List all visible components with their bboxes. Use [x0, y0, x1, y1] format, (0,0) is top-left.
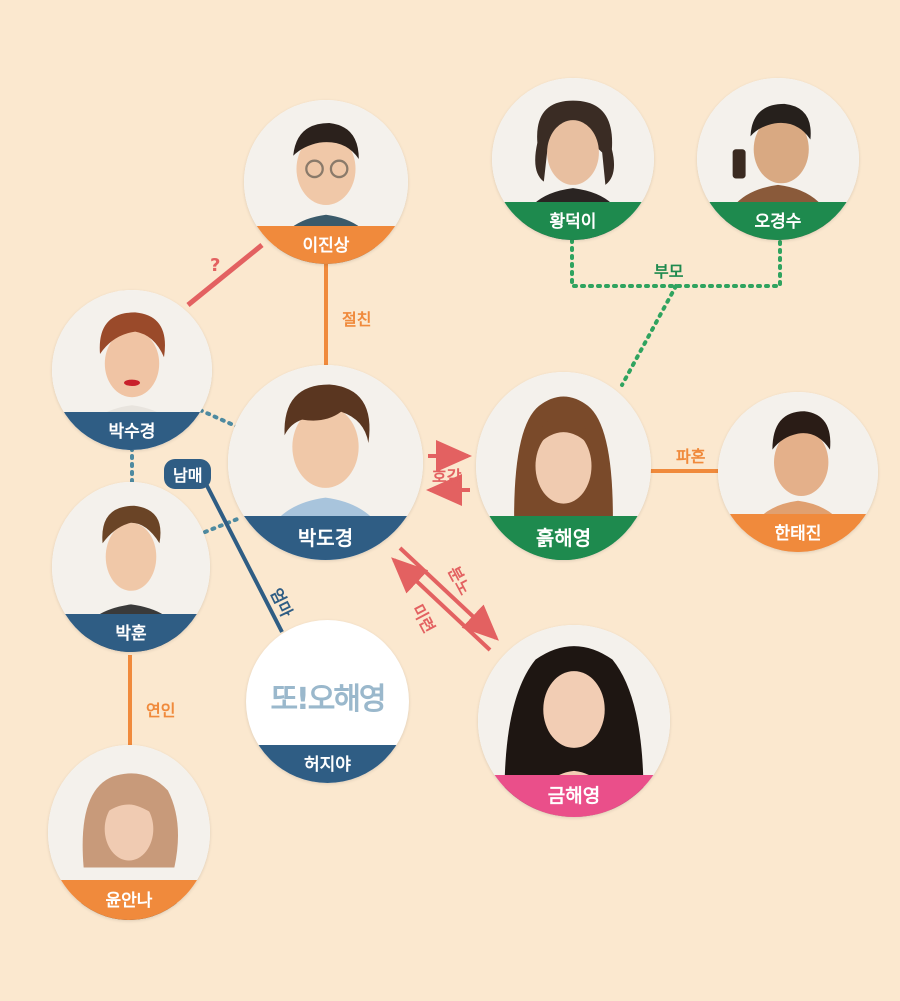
name-band-lee-jinsang: 이진상	[244, 226, 408, 264]
character-node-han-taejin: 한태진	[718, 392, 878, 552]
character-node-geum-haeyoung: 금해영	[478, 625, 670, 817]
name-band-hwang-deoki: 황덕이	[492, 202, 654, 240]
character-node-park-dogyeong: 박도경	[228, 365, 423, 560]
name-band-heuk-haeyoung: 흙해영	[476, 516, 651, 560]
name-band-park-dogyeong: 박도경	[228, 516, 423, 560]
label-question: ?	[210, 255, 221, 276]
name-band-geum-haeyoung: 금해영	[478, 775, 670, 817]
line-parents	[570, 238, 782, 387]
arrow-lingering	[391, 557, 492, 652]
character-node-park-sugyeong: 박수경	[52, 290, 212, 450]
name-band-yun-anna: 윤안나	[48, 880, 210, 920]
character-node-heuk-haeyoung: 흙해영	[476, 372, 651, 560]
character-node-oh-gyeongsu: 오경수	[697, 78, 859, 240]
character-node-heo-jiya: 또!오해영 허지야	[246, 620, 409, 783]
character-node-yun-anna: 윤안나	[48, 745, 210, 920]
label-parents: 부모	[654, 262, 684, 281]
name-band-han-taejin: 한태진	[718, 514, 878, 552]
name-band-park-sugyeong: 박수경	[52, 412, 212, 450]
character-node-park-hun: 박훈	[52, 482, 210, 652]
name-band-heo-jiya: 허지야	[246, 745, 409, 783]
name-band-oh-gyeongsu: 오경수	[697, 202, 859, 240]
label-affection: 호감	[432, 467, 462, 486]
character-node-lee-jinsang: 이진상	[244, 100, 408, 264]
label-best-friend: 절친	[342, 310, 372, 329]
label-lover: 연인	[146, 701, 176, 720]
character-node-hwang-deoki: 황덕이	[492, 78, 654, 240]
name-band-park-hun: 박훈	[52, 614, 210, 652]
show-logo-icon: 또!오해영	[270, 682, 386, 717]
label-broken-engagement: 파혼	[676, 447, 706, 466]
